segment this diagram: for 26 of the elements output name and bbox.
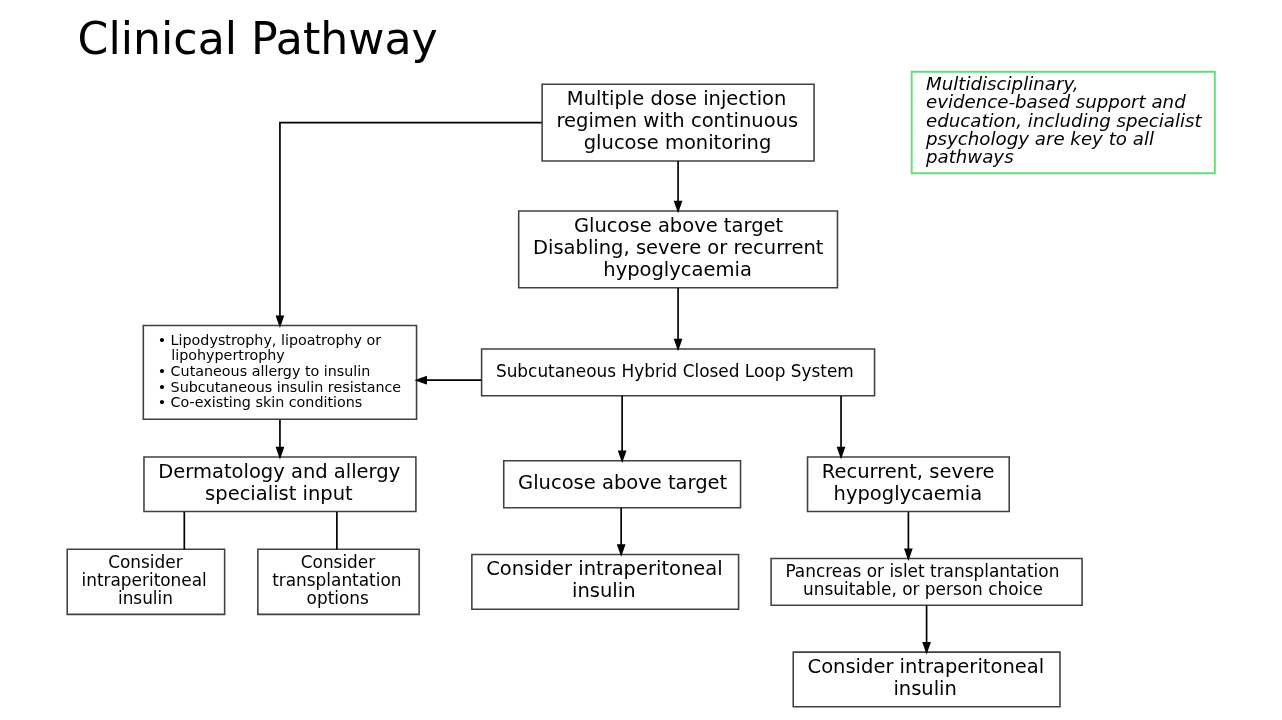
node-box: Multiple dose injection regimen with continuous glucose monitoring [541,83,815,162]
node-box: Glucose above target [502,460,742,509]
connector [183,511,186,551]
arrow [275,121,543,328]
node-box: Consider intraperitoneal insulin [66,548,226,616]
arrow [673,287,683,352]
arrow [616,507,626,557]
node-box: Consider transplantation options [257,548,420,616]
arrow [836,395,846,460]
arrow [617,395,627,464]
node-box: Consider intraperitoneal insulin [471,553,740,610]
arrow [922,604,931,655]
node-box: Subcutaneous Hybrid Closed Loop System [480,348,876,397]
arrow [414,375,483,385]
connector [336,511,338,551]
arrow [904,511,913,561]
node-box: Dermatology and allergy specialist input [143,456,417,513]
arrow [673,160,683,214]
diagram-title: Clinical Pathway [77,12,438,64]
node-box: • Lipodystrophy, lipoatrophy or lipohypertrophy • Cutaneous allergy to insulin • Subcutaneous insulin resistance • Co-existing skin conditions [142,324,418,420]
node-box: Pancreas or islet transplantation unsuitable, or person choice [770,557,1083,607]
node-box: Consider intraperitoneal insulin [792,651,1061,708]
node-box: Multidisciplinary, evidence-based support and education, including specialist psychology are key to all pathways [910,70,1216,175]
node-box: Glucose above target Disabling, severe or recurrent hypoglycaemia [517,210,839,289]
node-box: Recurrent, severe hypoglycaemia [806,456,1010,513]
arrow [275,418,285,460]
